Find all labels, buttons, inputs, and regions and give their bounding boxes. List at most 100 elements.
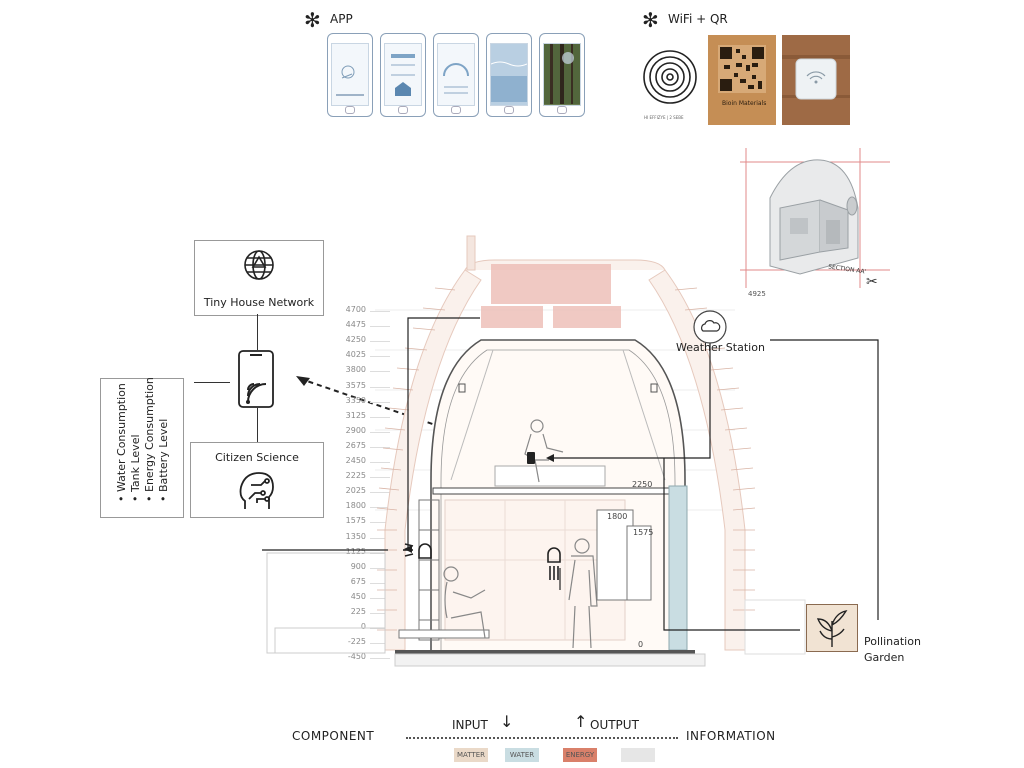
ruler-tick-label: 1575 xyxy=(345,516,366,526)
ruler-tick-line xyxy=(370,643,390,645)
ruler-tick-label: 4250 xyxy=(345,335,366,345)
connector-line xyxy=(257,408,258,442)
app-title: APP xyxy=(330,12,353,26)
lamp-icon xyxy=(403,540,437,562)
wifi-title: WiFi + QR xyxy=(668,12,728,26)
ruler-tick-label: 0 xyxy=(360,622,366,632)
ruler-tick-label: 2900 xyxy=(345,425,366,435)
ruler-tick-line xyxy=(370,658,390,660)
ruler-tick-line xyxy=(370,356,390,358)
ruler-tick-line xyxy=(370,462,390,463)
legend-water-swatch: WATER xyxy=(505,748,539,762)
ruler-tick-line xyxy=(370,582,390,584)
ruler-tick-label: 2025 xyxy=(345,486,366,496)
weather-label: Weather Station xyxy=(676,341,765,354)
dim-0: 0 xyxy=(638,640,644,649)
legend-component: COMPONENT xyxy=(292,729,375,743)
ruler-tick-line xyxy=(370,371,390,373)
legend-info-swatch xyxy=(621,748,655,762)
app-phone-3 xyxy=(433,33,479,117)
ruler-tick-line xyxy=(370,567,390,569)
tiny-house-section xyxy=(266,235,806,667)
ruler-tick-line xyxy=(370,401,390,403)
wifi-device-photo xyxy=(782,35,850,125)
garden-label-1: Pollination xyxy=(864,635,921,648)
wifi-asterisk: ✻ xyxy=(642,8,659,32)
citizen-label: Citizen Science xyxy=(215,451,299,464)
ruler-tick-label: 900 xyxy=(350,561,366,571)
dim-1800: 1800 xyxy=(607,512,628,521)
ruler-tick-label: 3125 xyxy=(345,410,366,420)
data-list-box xyxy=(100,378,184,518)
legend-information: INFORMATION xyxy=(686,729,776,743)
legend-energy-swatch: ENERGY xyxy=(563,748,597,762)
ruler-tick-line xyxy=(370,597,390,599)
head-circuit-icon xyxy=(239,472,274,509)
legend-input: INPUT xyxy=(452,718,488,732)
fingerprint-logo-icon xyxy=(640,47,700,107)
ruler-tick-label: 1800 xyxy=(345,501,366,511)
ruler-tick-line xyxy=(370,446,390,448)
connector-line xyxy=(257,314,258,350)
ruler-tick-label: 3800 xyxy=(345,365,366,375)
ruler-tick-line xyxy=(370,537,390,539)
ruler-tick-line xyxy=(370,416,390,418)
data-item-label: Energy Consumption xyxy=(143,377,156,492)
dim-1575: 1575 xyxy=(633,528,654,537)
weather-cloud-icon xyxy=(692,309,728,345)
plant-icon xyxy=(806,604,858,652)
legend-matter-swatch: MATTER xyxy=(454,748,488,762)
ruler-tick-line xyxy=(370,326,390,328)
garden-label-2: Garden xyxy=(864,651,905,664)
section-number: 4925 xyxy=(748,290,766,298)
ruler-tick-label: 675 xyxy=(350,576,366,586)
qr-caption: Bioin Materials xyxy=(722,100,767,107)
smartphone-wifi-icon xyxy=(236,350,276,408)
lamp-icon xyxy=(544,546,568,582)
citizen-science-box: Citizen Science xyxy=(190,442,324,518)
connector-line xyxy=(194,382,230,383)
app-phone-1 xyxy=(327,33,373,117)
logo-caption: HI EFFIZYE | 2 SEBE xyxy=(644,115,684,120)
app-phone-4 xyxy=(486,33,532,117)
ruler-tick-line xyxy=(370,341,390,343)
legend-dotted-line xyxy=(406,737,678,739)
section-3d-thumbnail xyxy=(740,148,890,290)
data-item-tank: • Tank Level xyxy=(129,434,142,502)
ruler-tick-line xyxy=(370,311,390,312)
legend-output: OUTPUT xyxy=(590,718,639,732)
data-item-water: • Water Consumption xyxy=(115,383,128,502)
qr-code-plaque xyxy=(708,35,776,125)
data-item-energy: • Energy Consumption xyxy=(143,377,156,502)
scissors-icon: ✂ xyxy=(866,274,878,290)
ruler-tick-label: 4475 xyxy=(345,320,366,330)
ruler-tick-label: 1350 xyxy=(345,531,366,541)
ruler-tick-label: 2675 xyxy=(345,440,366,450)
ruler-tick-label: 3575 xyxy=(345,380,366,390)
ruler-tick-label: 4700 xyxy=(345,305,366,314)
tiny-house-network-box: Tiny House Network xyxy=(194,240,324,316)
ruler-tick-label: 1125 xyxy=(345,546,366,556)
network-label: Tiny House Network xyxy=(203,296,315,309)
ruler-tick-line xyxy=(370,431,390,433)
ruler-tick-line xyxy=(370,628,390,630)
data-item-label: Tank Level xyxy=(129,434,142,492)
ruler-tick-line xyxy=(370,507,390,509)
app-phone-5 xyxy=(539,33,585,117)
app-asterisk: ✻ xyxy=(304,8,321,32)
sensor-device-icon xyxy=(527,452,535,464)
legend-input-arrow: ↓ xyxy=(500,712,514,731)
ruler-tick-line xyxy=(370,477,390,479)
ruler-tick-line xyxy=(370,522,390,524)
ruler-tick-label: 2450 xyxy=(345,456,366,465)
ruler-tick-label: -450 xyxy=(347,652,366,662)
ruler-tick-label: 450 xyxy=(350,591,366,601)
ruler-tick-line xyxy=(370,613,390,614)
ruler-tick-label: 225 xyxy=(350,607,366,616)
data-item-battery: • Battery Level xyxy=(157,418,170,502)
data-item-label: Water Consumption xyxy=(115,383,128,492)
app-phone-2 xyxy=(380,33,426,117)
globe-network-icon xyxy=(244,250,274,280)
ruler-tick-label: -225 xyxy=(347,637,366,647)
ruler-tick-label: 3350 xyxy=(345,395,366,405)
